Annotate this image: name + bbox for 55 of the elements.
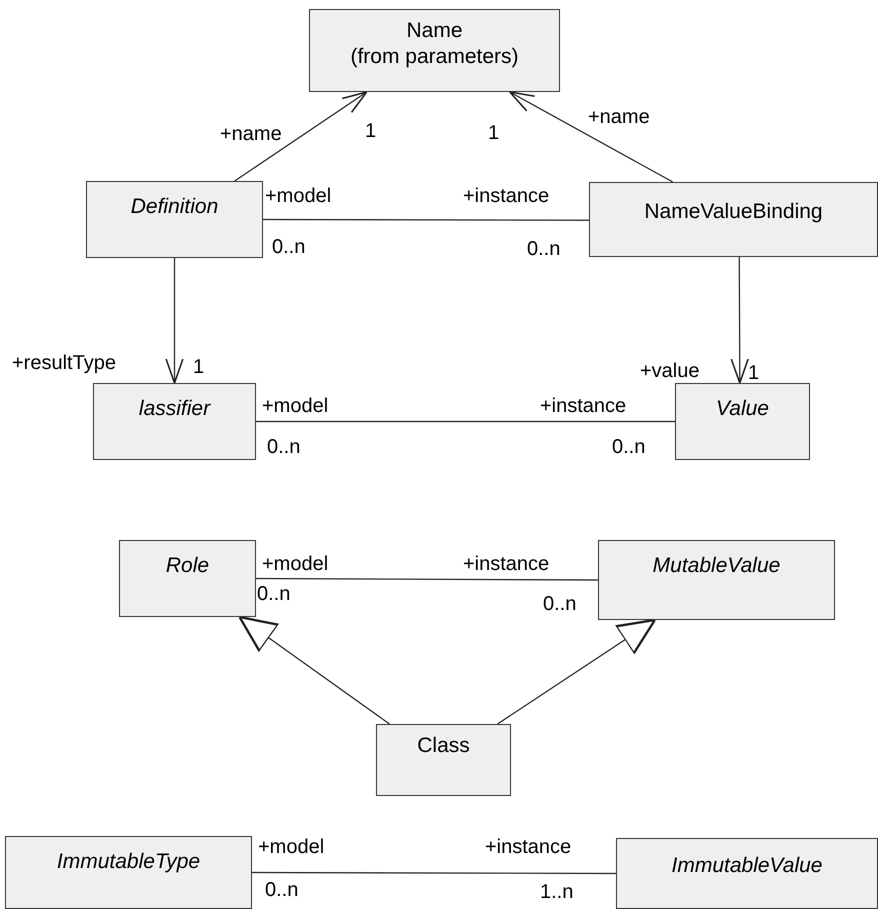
class-box bbox=[598, 540, 835, 620]
role-name: +model bbox=[258, 836, 324, 858]
multiplicity: 1 bbox=[488, 122, 500, 144]
association-line bbox=[256, 420, 675, 422]
multiplicity: 0..n bbox=[272, 236, 306, 258]
class-name: ImmutableValue bbox=[670, 853, 824, 879]
association-arrow bbox=[165, 258, 184, 384]
multiplicity: 1..n bbox=[540, 881, 574, 903]
class-box bbox=[86, 181, 263, 258]
class-name: Definition bbox=[130, 194, 220, 220]
generalization-arrow bbox=[497, 618, 656, 724]
class-box bbox=[675, 383, 810, 460]
class-name: ImmutableType bbox=[56, 849, 202, 875]
class-name: MutableValue bbox=[652, 553, 782, 579]
class-box bbox=[376, 724, 511, 796]
association-line bbox=[256, 578, 598, 581]
multiplicity: 1 bbox=[193, 356, 204, 378]
multiplicity: 0..n bbox=[267, 436, 300, 458]
class-name: Class bbox=[416, 733, 471, 759]
class-name: lassifier bbox=[138, 396, 212, 422]
generalization-arrow bbox=[238, 616, 390, 724]
package-note: (from parameters) bbox=[349, 44, 520, 70]
class-box bbox=[5, 836, 252, 909]
class-box bbox=[589, 182, 878, 257]
association-arrow bbox=[509, 91, 674, 183]
class-name: Role bbox=[164, 553, 210, 579]
role-name: +value bbox=[640, 360, 700, 382]
multiplicity: 1 bbox=[365, 120, 376, 142]
role-name: +model bbox=[262, 395, 328, 417]
role-name: +instance bbox=[540, 395, 626, 417]
class-name: Value bbox=[715, 396, 770, 422]
association-line bbox=[263, 218, 589, 221]
role-name: +resultType bbox=[12, 352, 116, 374]
role-name: +model bbox=[265, 185, 332, 207]
association-line bbox=[252, 872, 616, 874]
role-name: +name bbox=[220, 123, 282, 145]
association-arrow bbox=[234, 91, 368, 182]
class-box bbox=[119, 540, 256, 617]
multiplicity: 1 bbox=[748, 362, 760, 384]
class-name: Name bbox=[405, 18, 464, 44]
association-arrow bbox=[730, 257, 749, 384]
multiplicity: 0..n bbox=[257, 583, 290, 605]
role-name: +instance bbox=[463, 185, 550, 207]
role-name: +instance bbox=[463, 553, 550, 575]
role-name: +model bbox=[262, 553, 328, 575]
role-name: +name bbox=[588, 106, 650, 128]
class-name: NameValueBinding bbox=[643, 199, 824, 225]
class-box bbox=[309, 9, 560, 92]
multiplicity: 0..n bbox=[543, 593, 576, 615]
multiplicity: 0..n bbox=[612, 436, 646, 458]
multiplicity: 0..n bbox=[265, 879, 298, 901]
role-name: +instance bbox=[485, 836, 572, 858]
class-box bbox=[93, 383, 256, 460]
multiplicity: 0..n bbox=[527, 238, 560, 260]
class-box bbox=[616, 838, 878, 909]
